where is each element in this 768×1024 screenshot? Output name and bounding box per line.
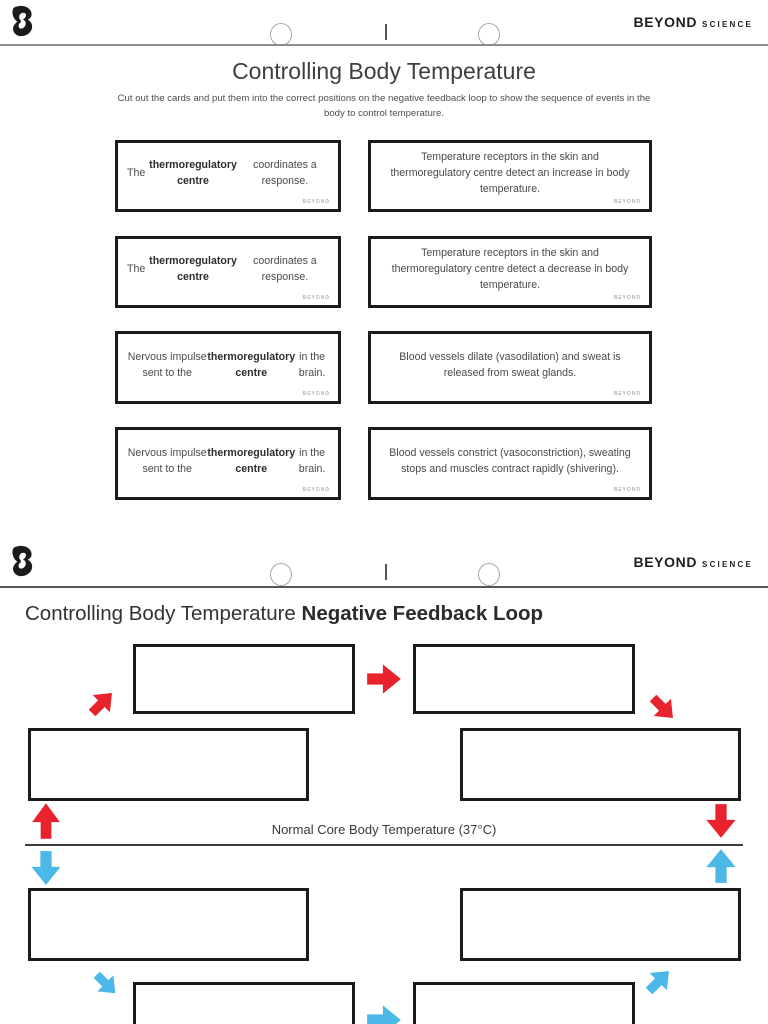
answer-box-lower-left bbox=[28, 888, 309, 961]
page-header: BEYOND SCIENCE bbox=[0, 0, 768, 48]
wordmark-science: SCIENCE bbox=[702, 20, 753, 29]
punch-hole-right bbox=[478, 563, 500, 586]
answer-box-middle-left bbox=[28, 728, 309, 801]
card-text: Blood vessels dilate (vasodilation) and … bbox=[399, 350, 621, 379]
header-divider bbox=[0, 44, 768, 46]
red-up-arrow-icon bbox=[29, 802, 63, 840]
wordmark-science: SCIENCE bbox=[702, 560, 753, 569]
punch-hole-left bbox=[270, 563, 292, 586]
page-title: Controlling Body Temperature bbox=[232, 58, 536, 84]
cut-out-card: Blood vessels dilate (vasodilation) and … bbox=[368, 331, 652, 404]
red-ne-arrow-icon bbox=[81, 682, 123, 724]
card-watermark: BEYOND bbox=[613, 295, 641, 301]
card-watermark: BEYOND bbox=[302, 199, 330, 205]
instructions-text: Cut out the cards and put them into the … bbox=[117, 93, 651, 119]
punch-hole-left bbox=[270, 23, 292, 46]
card-watermark: BEYOND bbox=[613, 487, 641, 493]
wordmark-beyond: BEYOND bbox=[633, 554, 698, 570]
red-right-arrow-icon bbox=[366, 661, 402, 697]
worksheet-page-2: BEYOND SCIENCE Controlling Body Temperatu… bbox=[0, 540, 768, 1024]
cut-out-card: The thermoregulatory centre coordinates … bbox=[115, 236, 341, 308]
red-down-arrow-icon bbox=[703, 803, 739, 839]
card-text: Nervous impulse sent to the thermoregula… bbox=[127, 350, 326, 379]
page-title: Controlling Body Temperature Negative Fe… bbox=[25, 602, 543, 626]
title-bold-part: Negative Feedback Loop bbox=[301, 602, 544, 625]
card-text: The thermoregulatory centre coordinates … bbox=[127, 255, 317, 283]
red-se-arrow-icon bbox=[642, 687, 684, 729]
center-fold-mark bbox=[385, 564, 387, 580]
blue-ne-arrow-icon bbox=[638, 960, 680, 1002]
beyond-wordmark: BEYOND SCIENCE bbox=[634, 554, 753, 572]
cut-out-card: Nervous impulse sent to the thermoregula… bbox=[115, 331, 341, 404]
wordmark-beyond: BEYOND bbox=[633, 14, 698, 30]
punch-hole-right bbox=[478, 23, 500, 46]
beyond-logo-icon bbox=[12, 545, 33, 577]
answer-box-bottom-left bbox=[133, 982, 355, 1024]
blue-se-arrow-icon bbox=[86, 964, 126, 1004]
cut-out-card: Nervous impulse sent to the thermoregula… bbox=[115, 427, 341, 500]
beyond-logo-icon bbox=[12, 5, 33, 37]
cut-out-card: Temperature receptors in the skin and th… bbox=[368, 236, 652, 308]
answer-box-lower-right bbox=[460, 888, 741, 961]
card-text: The thermoregulatory centre coordinates … bbox=[127, 159, 317, 187]
cut-out-card: Temperature receptors in the skin and th… bbox=[368, 140, 652, 212]
card-text: Blood vessels constrict (vasoconstrictio… bbox=[389, 446, 631, 475]
answer-box-top-left bbox=[133, 644, 355, 714]
baseline-line bbox=[25, 844, 743, 846]
card-watermark: BEYOND bbox=[302, 487, 330, 493]
header-divider bbox=[0, 586, 768, 588]
beyond-wordmark: BEYOND SCIENCE bbox=[634, 14, 753, 32]
center-fold-mark bbox=[385, 24, 387, 40]
page-header: BEYOND SCIENCE bbox=[0, 540, 768, 588]
blue-up-arrow-icon bbox=[703, 848, 739, 884]
card-watermark: BEYOND bbox=[302, 391, 330, 397]
card-watermark: BEYOND bbox=[613, 391, 641, 397]
card-text: Temperature receptors in the skin and th… bbox=[391, 247, 629, 291]
worksheet-page-1: BEYOND SCIENCE Controlling Body Temperatu… bbox=[0, 0, 768, 500]
card-text: Temperature receptors in the skin and th… bbox=[390, 151, 630, 195]
answer-box-top-right bbox=[413, 644, 635, 714]
card-watermark: BEYOND bbox=[613, 199, 641, 205]
card-watermark: BEYOND bbox=[302, 295, 330, 301]
blue-right-arrow-icon bbox=[366, 1002, 402, 1024]
card-text: Nervous impulse sent to the thermoregula… bbox=[127, 446, 326, 475]
cut-out-card: Blood vessels constrict (vasoconstrictio… bbox=[368, 427, 652, 500]
baseline-label: Normal Core Body Temperature (37°C) bbox=[271, 822, 497, 837]
title-regular-part: Controlling Body Temperature bbox=[25, 602, 302, 625]
cut-out-card: The thermoregulatory centre coordinates … bbox=[115, 140, 341, 212]
blue-down-arrow-icon bbox=[28, 850, 64, 886]
answer-box-bottom-right bbox=[413, 982, 635, 1024]
answer-box-middle-right bbox=[460, 728, 741, 801]
